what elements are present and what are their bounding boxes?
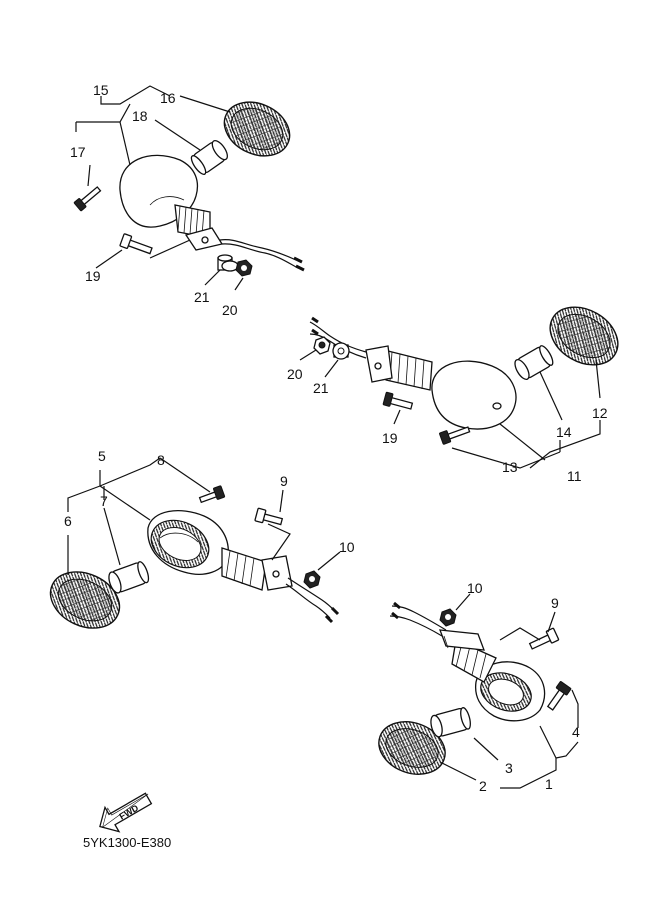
callout-19b: 19 bbox=[382, 430, 398, 446]
bulb-7 bbox=[108, 561, 150, 594]
callout-6: 6 bbox=[64, 513, 72, 529]
collar-21a bbox=[217, 254, 239, 272]
callout-16: 16 bbox=[160, 90, 176, 106]
screw-9b bbox=[528, 627, 560, 650]
screw-8 bbox=[198, 485, 226, 504]
callout-21a: 21 bbox=[194, 289, 210, 305]
housing-15 bbox=[119, 154, 305, 272]
screw-13 bbox=[439, 426, 471, 445]
callout-3: 3 bbox=[505, 760, 513, 776]
diagram-code: 5YK1300-E380 bbox=[83, 835, 171, 850]
assembly-front-right bbox=[378, 593, 579, 789]
nut-10b bbox=[439, 608, 457, 627]
assembly-rear-left bbox=[73, 85, 305, 291]
bulb-14 bbox=[514, 345, 554, 380]
callout-13: 13 bbox=[502, 459, 518, 475]
callout-21b: 21 bbox=[313, 380, 329, 396]
nut-20b bbox=[313, 336, 331, 355]
collar-21b bbox=[332, 342, 350, 360]
assembly-rear-right bbox=[299, 306, 619, 469]
callout-labels: 15 16 18 17 19 21 20 20 21 19 12 14 13 1… bbox=[64, 82, 608, 794]
housing-5 bbox=[147, 510, 340, 624]
nut-20a bbox=[235, 259, 253, 277]
callout-14: 14 bbox=[556, 424, 572, 440]
callout-2: 2 bbox=[479, 778, 487, 794]
lens-12 bbox=[549, 306, 619, 366]
screw-17 bbox=[73, 186, 102, 212]
callout-9a: 9 bbox=[280, 473, 288, 489]
callout-15: 15 bbox=[93, 82, 109, 98]
callout-10a: 10 bbox=[339, 539, 355, 555]
callout-5: 5 bbox=[98, 448, 106, 464]
housing-1 bbox=[389, 601, 546, 722]
screw-19b bbox=[382, 391, 414, 410]
fwd-arrow: FWD bbox=[99, 792, 153, 833]
callout-19a: 19 bbox=[85, 268, 101, 284]
callout-8: 8 bbox=[157, 452, 165, 468]
callout-17: 17 bbox=[70, 144, 86, 160]
callout-7: 7 bbox=[100, 493, 108, 509]
screw-9a bbox=[254, 507, 284, 526]
bulb-18 bbox=[190, 140, 229, 175]
callout-4: 4 bbox=[572, 724, 580, 740]
callout-20b: 20 bbox=[287, 366, 303, 382]
nut-10a bbox=[303, 570, 321, 589]
callout-18: 18 bbox=[132, 108, 148, 124]
callout-11: 11 bbox=[567, 468, 582, 484]
assembly-front-left bbox=[49, 457, 341, 629]
screw-4 bbox=[546, 681, 572, 711]
housing-11 bbox=[309, 316, 517, 430]
callout-12: 12 bbox=[592, 405, 608, 421]
bulb-3 bbox=[430, 707, 471, 738]
lens-6 bbox=[49, 571, 121, 629]
lens-2 bbox=[378, 721, 446, 775]
lens-16 bbox=[223, 101, 291, 157]
screw-19a bbox=[119, 233, 153, 255]
callout-1: 1 bbox=[545, 776, 553, 792]
callout-10b: 10 bbox=[467, 580, 483, 596]
callout-9b: 9 bbox=[551, 595, 559, 611]
callout-20a: 20 bbox=[222, 302, 238, 318]
